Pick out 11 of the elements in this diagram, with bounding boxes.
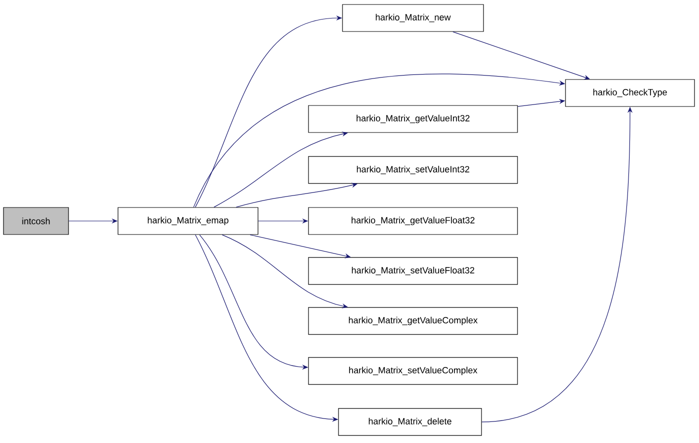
function-box: harkio_Matrix_emap [118,207,258,235]
function-box: harkio_Matrix_setValueInt32 [308,156,518,184]
function-box: harkio_CheckType [565,79,695,107]
function-box: harkio_Matrix_setValueComplex [308,357,518,385]
function-box: harkio_Matrix_getValueComplex [308,307,518,335]
function-box: harkio_Matrix_new [342,4,484,32]
function-box: harkio_Matrix_delete [338,408,482,436]
function-box: harkio_Matrix_getValueFloat32 [308,207,518,235]
function-box: intcosh [3,207,69,235]
function-box: harkio_Matrix_setValueFloat32 [308,257,518,285]
function-box: harkio_Matrix_getValueInt32 [308,105,518,133]
